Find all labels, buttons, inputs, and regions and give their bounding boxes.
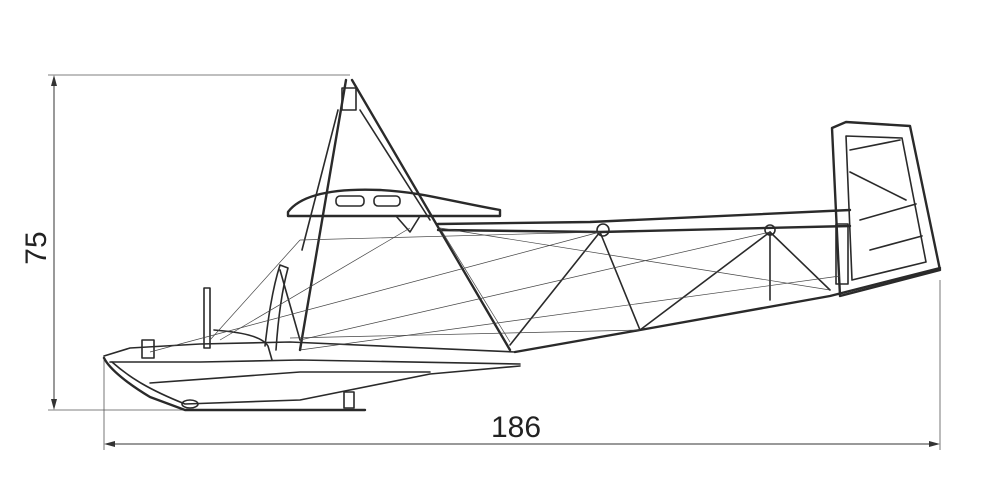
fin-ribs [849,139,923,251]
skid-inner-rail [149,371,431,384]
length-arrow-right [929,441,940,447]
truss-3 [639,231,771,331]
truss-node-front [596,223,610,237]
skid-front-mount [181,399,199,409]
skid-shock-mount [343,391,355,409]
height-dimension: 75 [20,74,350,411]
fin-inner-outline [845,135,927,281]
seat-pan [213,329,273,361]
wire-7 [439,227,511,343]
nose-fitting [141,339,155,359]
fin-outline [830,120,942,298]
wire-8 [289,329,641,339]
upper-longeron [436,208,852,226]
truss-2 [599,231,641,331]
wire-6 [219,227,411,341]
upper-longeron-lower [436,224,852,234]
height-arrow-top [51,75,57,86]
control-stick [203,287,211,349]
wing-center-section [286,188,502,233]
truss-node-rear [764,224,776,236]
length-arrow-left [104,441,115,447]
height-dimension-label: 75 [20,231,53,264]
rudder-hinge [835,223,849,285]
skid [102,356,521,412]
wire-5 [209,239,301,341]
bracing-wires [149,227,841,353]
wire-9 [299,275,841,351]
wing-attach-fitting [395,215,421,233]
lower-boom-longeron [513,266,942,354]
wire-2 [439,227,831,291]
skid-runner [102,356,367,412]
wire-3 [299,231,771,341]
pilot-seat [213,264,301,361]
length-dimension: 186 [103,280,941,450]
tail-fin [830,120,942,298]
pylon-top-fitting [341,87,357,111]
height-arrow-bottom [51,399,57,410]
nose-frame [103,287,521,365]
pylon-rear-inner [359,109,431,221]
seat-back [264,264,289,351]
truss-5 [769,231,831,291]
wing-lightening-hole-1 [335,195,365,207]
lower-longeron-bottom [109,359,521,365]
length-dimension-label: 186 [491,411,541,444]
pylon-front-inner [301,109,339,251]
lower-longeron-top [103,341,516,357]
wire-4 [149,231,601,353]
tail-boom [436,208,942,354]
skid-upper-rail [111,361,521,405]
wing-lightening-hole-2 [373,195,401,207]
seat-strut [279,269,301,341]
wire-1 [299,231,601,241]
wing-airfoil [286,188,502,218]
